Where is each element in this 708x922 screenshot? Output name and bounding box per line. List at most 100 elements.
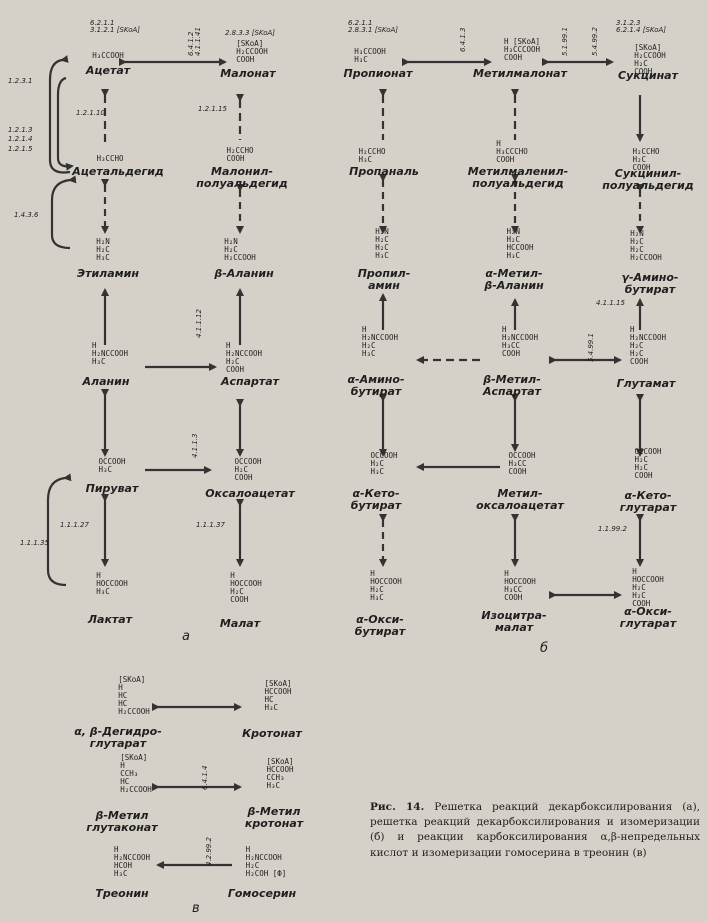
compound-gamma-aminobutyrate: γ-Амино- бутират bbox=[621, 271, 679, 296]
formula-aspartate: H H₂NCCOOH H₂C COOH bbox=[225, 341, 263, 374]
compound-methylmalonate: Метилмалонат bbox=[473, 67, 567, 80]
compound-crotonate: Кротонат bbox=[242, 727, 302, 740]
enzyme-mm-succ: 5.1.99.1 bbox=[561, 27, 569, 56]
enzyme-mm-succ2: 5.4.99.2 bbox=[591, 27, 599, 56]
formula-propylamine: H₂N H₂C H₂C H₃C bbox=[375, 227, 389, 260]
formula-threonine: H H₂NCCOOH HCOH H₃C bbox=[113, 845, 151, 878]
compound-aspartate: Аспартат bbox=[220, 375, 280, 388]
formula-ethylamine: H₂N H₂C H₃C bbox=[96, 237, 110, 262]
panel-label-a: а bbox=[182, 629, 190, 644]
compound-beta-methylcrotonate: β-Метил кротонат bbox=[244, 805, 304, 830]
compound-oxaloacetate: Оксалоацетат bbox=[205, 487, 295, 500]
caption-text: Решетка реакций декарбоксилирования (а),… bbox=[370, 801, 701, 859]
formula-crotonate: [SKoA] HCCOOH HC H₃C bbox=[264, 679, 292, 712]
compound-homoserine: Гомосерин bbox=[227, 887, 297, 900]
compound-methyloxaloacetate: Метил- оксалоацетат bbox=[476, 487, 564, 512]
enzyme-bracket-1: 1.2.3.1 bbox=[8, 77, 33, 85]
enzyme-gaba-glu: 4.1.1.15 bbox=[596, 299, 625, 307]
enzyme-bracket-4: 1.1.1.35 bbox=[20, 539, 49, 547]
compound-propylamine: Пропил- амин bbox=[357, 267, 411, 292]
formula-methyl-beta-alanine: H₂N H₂C HCCOOH H₃C bbox=[506, 227, 534, 260]
enzyme-bracket-3: 1.4.3.6 bbox=[14, 211, 39, 219]
compound-methyl-beta-alanine: α-Метил- β-Аланин bbox=[484, 267, 544, 292]
formula-propionate: H₃CCOOH H₃C bbox=[354, 47, 386, 64]
enzyme-acetate-top: 6.2.1.1 3.1.2.1 [SKoA] bbox=[90, 19, 141, 34]
compound-dehydroglutarate: α, β-Дегидро- глутарат bbox=[74, 725, 162, 750]
compound-succinyl-semiald: Сукцинил- полуальдегид bbox=[602, 167, 694, 192]
enzyme-c-bot: 4.2.99.2 bbox=[205, 837, 213, 866]
compound-propionate: Пропионат bbox=[343, 67, 413, 80]
compound-malate: Малат bbox=[219, 617, 261, 630]
formula-alpha-aminobutyrate: H H₂NCCOOH H₂C H₃C bbox=[361, 325, 399, 358]
formula-alanine: H H₂NCCOOH H₃C bbox=[91, 341, 129, 366]
enzyme-prop-mm: 6.4.1.3 bbox=[459, 27, 467, 53]
formula-beta-methylaspartate: H H₂NCCOOH H₃CC COOH bbox=[501, 325, 539, 358]
formula-homoserine: H H₂NCCOOH H₂C H₂COH [Ф] bbox=[245, 845, 287, 878]
enzyme-acetate-acetald: 1.2.1.10 bbox=[76, 109, 105, 117]
caption-lead: Рис. 14. bbox=[370, 801, 425, 813]
formula-methyloxaloacetate: OCCOOH H₃CC COOH bbox=[508, 451, 536, 476]
compound-lactate: Лактат bbox=[87, 613, 133, 626]
compound-methylmalonyl-semiald: Метилмаленил- полуальдегид bbox=[467, 165, 569, 190]
panel-label-c: в bbox=[192, 901, 200, 916]
compound-pyruvate: Пируват bbox=[85, 482, 139, 495]
compound-beta-methylaspartate: β-Метил- Аспартат bbox=[482, 373, 542, 398]
compound-alanine: Аланин bbox=[82, 375, 130, 388]
compound-propanal: Пропаналь bbox=[349, 165, 419, 178]
enzyme-pyr-oxa: 4.1.1.3 bbox=[191, 433, 199, 459]
enzyme-c-mid: 6.4.1.4 bbox=[201, 765, 209, 791]
formula-dehydroglutarate: [SKoA] H HC HC H₂CCOOH bbox=[118, 675, 150, 716]
formula-propanal: H₂CCHO H₃C bbox=[358, 147, 386, 164]
compound-alpha-ketoglutarate: α-Кето- глутарат bbox=[619, 489, 677, 514]
formula-beta-alanine: H₂N H₂C H₂CCOOH bbox=[224, 237, 256, 262]
formula-malonate: [SKoA] H₂CCOOH COOH bbox=[236, 39, 268, 64]
enzyme-pyr-lac: 1.1.1.27 bbox=[60, 521, 89, 529]
compound-threonine: Треонин bbox=[95, 887, 149, 900]
compound-malonyl-semialdehyde: Малонил- полуальдегид bbox=[196, 165, 288, 190]
compound-ethylamine: Этиламин bbox=[77, 267, 139, 280]
formula-alpha-hydroxyglutarate: H HOCCOOH H₂C H₂C COOH bbox=[632, 567, 664, 608]
bracket-3 bbox=[50, 175, 77, 250]
compound-beta-methylglutaconate: β-Метил глутаконат bbox=[86, 809, 158, 834]
formula-glutamate: H H₂NCCOOH H₂C H₂C COOH bbox=[629, 325, 667, 366]
formula-beta-methylglutaconate: [SKoA] H CCH₃ HC H₂CCOOH bbox=[120, 753, 152, 794]
formula-acetate: H₃CCOOH bbox=[92, 51, 124, 60]
formula-gamma-aminobutyrate: H₂N H₂C H₂C H₂CCOOH bbox=[630, 229, 662, 262]
compound-alpha-hydroxyglutarate: α-Окси- глутарат bbox=[619, 605, 677, 630]
formula-succinate: [SKoA] H₂CCOOH H₂C COOH bbox=[634, 43, 666, 76]
enzyme-bracket-2: 1.2.1.3 1.2.1.4 1.2.1.5 bbox=[8, 126, 33, 153]
enzyme-glu-b: 5.4.99.1 bbox=[587, 333, 595, 362]
enzyme-propionate-top: 6.2.1.1 2.8.3.1 [SKoA] bbox=[348, 19, 399, 34]
bracket-2 bbox=[56, 76, 74, 171]
enzyme-akg-hg: 1.1.99.2 bbox=[598, 525, 627, 533]
bracket-1 bbox=[48, 55, 71, 174]
formula-beta-methylcrotonate: [SKoA] HCCOOH CCH₃ H₃C bbox=[266, 757, 294, 790]
enzyme-ala-asp: 4.1.1.12 bbox=[195, 309, 203, 338]
formula-methylmalonate: H [SKoA] H₃CCCOOH COOH bbox=[503, 37, 541, 62]
bracket-4 bbox=[46, 473, 72, 587]
compound-succinate: Сукцинат bbox=[618, 69, 678, 82]
enzyme-malonate-top: 2.8.3.3 [SKoA] bbox=[225, 29, 276, 37]
compound-alpha-ketobutyrate: α-Кето- бутират bbox=[350, 487, 402, 512]
formula-oxaloacetate: OCCOOH H₂C COOH bbox=[234, 457, 262, 482]
formula-alpha-hydroxybutyrate: H HOCCOOH H₂C H₃C bbox=[370, 569, 402, 602]
compound-beta-alanine: β-Аланин bbox=[214, 267, 274, 280]
formula-malonyl-semialdehyde: H₂CCHO COOH bbox=[226, 146, 254, 163]
formula-alpha-ketobutyrate: OCCOOH H₂C H₃C bbox=[370, 451, 398, 476]
formula-pyruvate: OCCOOH H₃C bbox=[98, 457, 126, 474]
enzyme-succinate-top: 3.1.2.3 6.2.1.4 [SKoA] bbox=[616, 19, 667, 34]
enzyme-oxa-mal: 1.1.1.37 bbox=[196, 521, 225, 529]
compound-malonate: Малонат bbox=[220, 67, 276, 80]
enzyme-acetate-malonate: 6.4.1.2 4.1.1.41 bbox=[187, 27, 202, 56]
compound-alpha-aminobutyrate: α-Амино- бутират bbox=[347, 373, 405, 398]
compound-glutamate: Глутамат bbox=[616, 377, 676, 390]
formula-methylmalonyl-semiald: H H₃CCCHO COOH bbox=[496, 139, 528, 164]
formula-succinyl-semiald: H₂CCHO H₂C COOH bbox=[632, 147, 660, 172]
compound-isocitramalate: Изоцитра- малат bbox=[481, 609, 547, 634]
compound-acetate: Ацетат bbox=[85, 64, 131, 77]
formula-alpha-ketoglutarate: OCCOOH H₂C H₂C COOH bbox=[634, 447, 662, 480]
formula-acetaldehyde: H₃CCHO bbox=[96, 154, 124, 163]
panel-label-b: б bbox=[540, 641, 549, 656]
